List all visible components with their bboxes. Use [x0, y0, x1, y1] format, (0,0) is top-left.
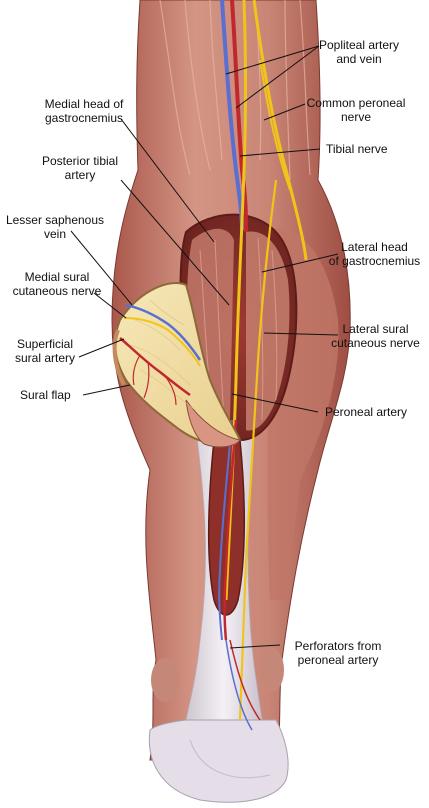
- peroneal-artery: [223, 419, 238, 641]
- label-perforators-peroneal-artery: Perforators from peroneal artery: [294, 639, 382, 667]
- heel-contour: [189, 739, 271, 779]
- peroneal-vein: [218, 419, 233, 641]
- lateral-malleolus: [260, 648, 284, 692]
- flap-superficial-artery: [119, 337, 191, 397]
- leader-lines: [70, 45, 339, 649]
- label-peroneal-artery: Peroneal artery: [325, 405, 408, 419]
- label-medial-head-gastrocnemius: Medial head of gastrocnemius: [44, 97, 124, 125]
- thigh-muscle-fibers: [159, 0, 311, 181]
- perforator-vessels: [225, 639, 261, 731]
- label-medial-sural-cutaneous-nerve: Medial sural cutaneous nerve: [12, 270, 102, 298]
- flap-texture: [129, 299, 196, 411]
- label-common-peroneal-nerve: Common peroneal nerve: [306, 96, 406, 124]
- lower-incision: [207, 439, 246, 616]
- label-sural-flap: Sural flap: [20, 388, 71, 402]
- flap-edge-thickness: [112, 329, 126, 386]
- label-superficial-sural-artery: Superficial sural artery: [14, 337, 76, 365]
- flap-fold: [185, 399, 241, 448]
- heel: [148, 719, 289, 803]
- label-tibial-nerve: Tibial nerve: [326, 142, 388, 156]
- label-lesser-saphenous-vein: Lesser saphenous vein: [5, 213, 105, 241]
- popliteal-artery: [230, 0, 248, 233]
- label-lateral-sural-cutaneous-nerve: Lateral sural cutaneous nerve: [331, 322, 420, 350]
- flap-sural-nerve: [123, 317, 201, 367]
- label-popliteal-artery-vein: Popliteal artery and vein: [318, 38, 400, 66]
- flap-artery-branches: [132, 354, 177, 406]
- lateral-sural-nerve: [238, 179, 278, 721]
- flap-saphenous-vein: [125, 303, 202, 361]
- label-posterior-tibial-artery: Posterior tibial artery: [41, 154, 119, 182]
- common-peroneal-nerve: [252, 0, 308, 261]
- medial-malleolus: [151, 658, 179, 702]
- peroneal-branch: [259, 59, 291, 191]
- label-lateral-head-gastrocnemius: Lateral head of gastrocnemius: [328, 240, 421, 268]
- popliteal-vein: [220, 0, 244, 231]
